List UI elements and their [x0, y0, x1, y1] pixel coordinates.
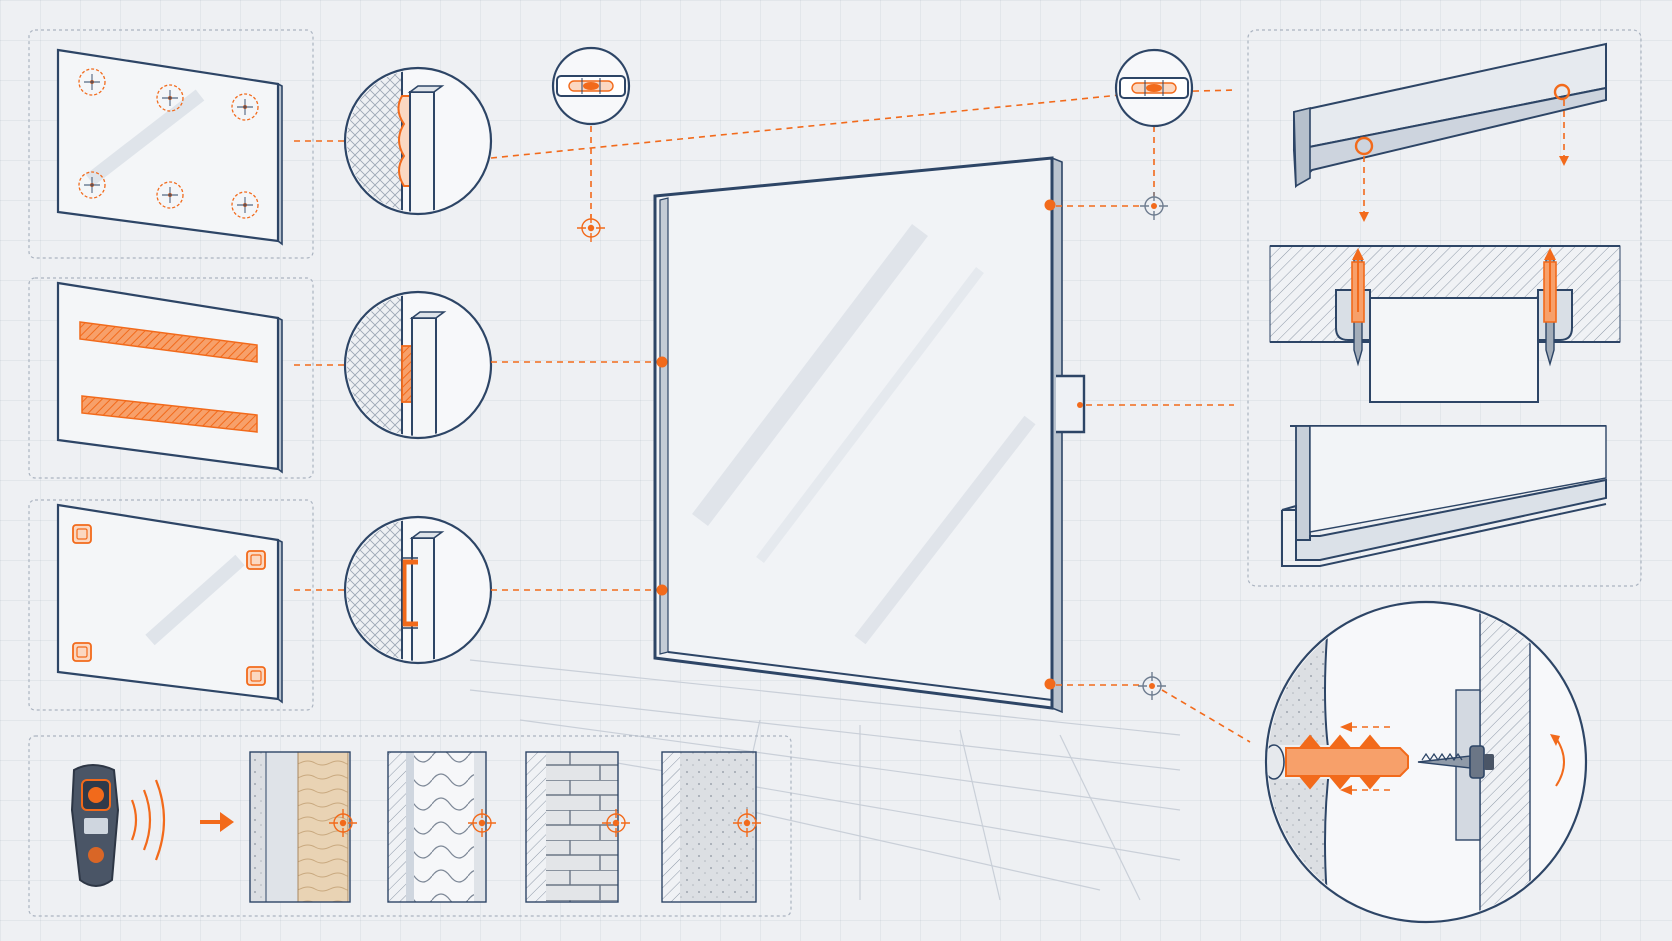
panel-rail-system	[1247, 29, 1642, 587]
mounting-clip	[246, 666, 266, 686]
crosshair-icon	[1137, 671, 1167, 701]
panel-mounting-clips	[28, 499, 493, 711]
wall-section-concrete	[661, 751, 762, 903]
adhesive-strip	[81, 395, 258, 433]
mounting-clip	[72, 524, 92, 544]
panel-adhesive-dots	[28, 29, 493, 259]
rotate-icon	[1550, 734, 1565, 787]
mounting-clip	[246, 550, 266, 570]
screw-icon	[1417, 745, 1494, 779]
stud-finder-icon	[70, 764, 120, 887]
detail-circle-wall-plug	[1264, 600, 1588, 924]
mounting-clip	[72, 642, 92, 662]
rail-cross-section	[1269, 245, 1621, 403]
mirror-panel	[56, 281, 280, 471]
wall-section-timber	[249, 751, 358, 903]
wall-plug-icon	[1285, 734, 1409, 790]
bubble-level-icon	[1114, 48, 1194, 128]
side-bracket	[1056, 374, 1086, 434]
wall-section-brick	[525, 751, 631, 903]
main-mirror	[653, 156, 1086, 714]
panel-adhesive-strips	[28, 277, 493, 479]
screw-icon	[1351, 248, 1365, 367]
rail-with-mirror	[1281, 425, 1607, 567]
crosshair-icon	[1139, 191, 1169, 221]
wall-section-insulated	[387, 751, 497, 903]
aluminium-rail	[1292, 42, 1607, 189]
bubble-level-icon	[551, 46, 631, 126]
adhesive-strip	[79, 321, 258, 363]
arrow-right-icon	[200, 812, 234, 832]
panel-wall-detection	[28, 735, 792, 917]
scan-wave-icon	[130, 779, 166, 861]
crosshair-icon	[576, 213, 606, 243]
mirror-panel	[56, 503, 280, 701]
screw-icon	[1543, 248, 1557, 367]
mirror-panel	[56, 48, 280, 243]
